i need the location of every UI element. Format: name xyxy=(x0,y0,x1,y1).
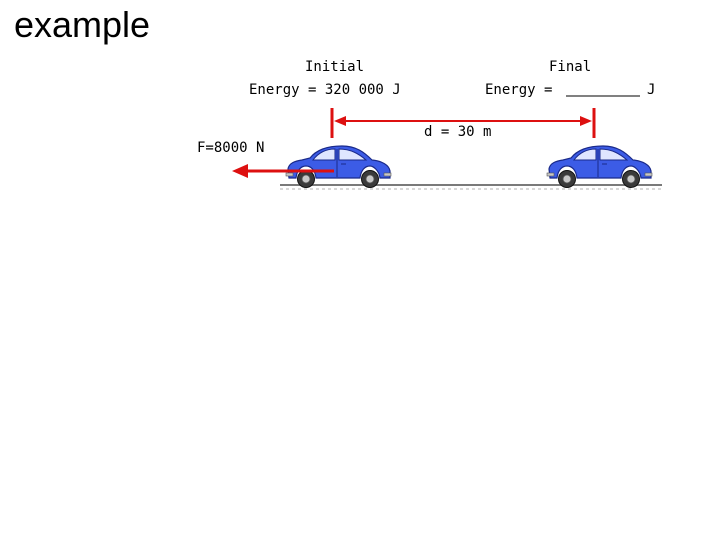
final-heading: Final xyxy=(549,59,592,75)
initial-energy-label: Energy = 320 000 J xyxy=(249,82,401,98)
distance-label: d = 30 m xyxy=(424,124,492,140)
initial-car-icon xyxy=(285,145,392,189)
distance-double-arrow-icon xyxy=(334,116,592,126)
slide-title: example xyxy=(14,4,151,45)
final-car-icon xyxy=(546,145,653,189)
final-energy-prefix: Energy = xyxy=(485,82,553,98)
final-energy-unit: J xyxy=(647,82,656,98)
initial-heading: Initial xyxy=(305,59,365,75)
force-label: F=8000 N xyxy=(197,140,265,156)
force-arrow-left-icon xyxy=(232,164,334,178)
